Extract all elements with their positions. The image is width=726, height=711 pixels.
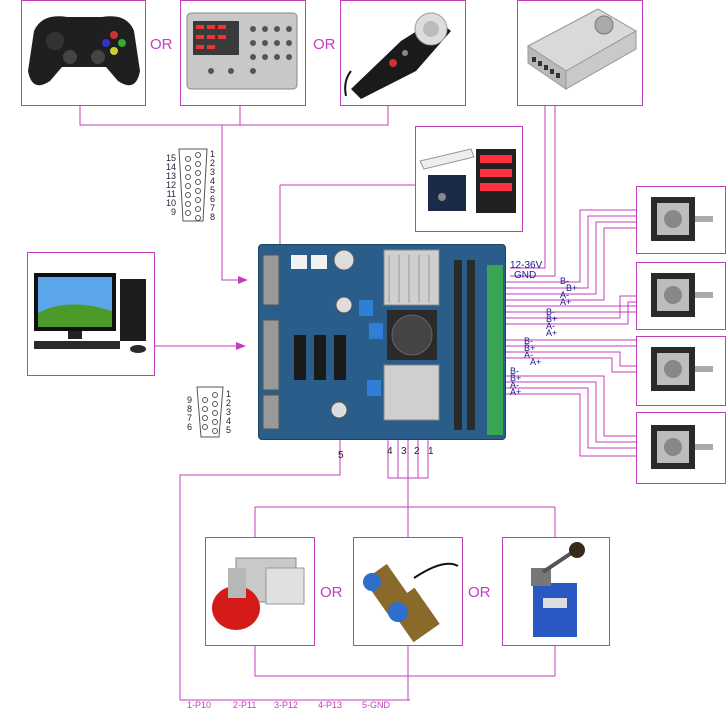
stepper-motor-icon <box>651 197 713 241</box>
proximity-sensor-box <box>353 537 463 646</box>
stepper-motor-icon <box>651 273 713 317</box>
legend-gnd: 5-GND <box>362 700 391 710</box>
limit-pin-2: 2 <box>414 446 420 457</box>
computer-icon <box>34 273 146 353</box>
voltage-label: 12-36V <box>510 260 543 271</box>
limit-pin-3: 3 <box>401 446 407 457</box>
stepper-motor-2 <box>636 262 726 330</box>
legend-p10: 1-P10 <box>187 700 212 710</box>
proximity-sensor-icon <box>363 562 459 643</box>
or-label: OR <box>313 36 336 53</box>
or-label: OR <box>320 584 343 601</box>
legend-p11: 2-P11 <box>233 700 257 710</box>
board-components <box>262 249 503 435</box>
emergency-stop-icon <box>212 557 305 630</box>
gamepad-icon <box>28 16 140 86</box>
display-module-icon <box>419 148 516 213</box>
db15-icon <box>178 148 208 222</box>
ground-label: GND <box>514 270 537 281</box>
stepper-motor-3 <box>636 336 726 406</box>
keypad-icon <box>186 12 298 90</box>
stepper-motor-4 <box>636 412 726 484</box>
display-module-box <box>415 126 523 232</box>
stepper-motor-icon <box>651 347 713 391</box>
limit-pin-4: 4 <box>387 446 393 457</box>
limit-switch-icon <box>531 542 585 637</box>
emergency-stop-box <box>205 537 315 646</box>
limit-switch-box <box>502 537 610 646</box>
power-supply-box <box>517 0 643 106</box>
keypad-box <box>180 0 306 106</box>
computer-box <box>27 252 155 376</box>
legend-p13: 4-P13 <box>318 700 343 710</box>
controller-board <box>258 244 506 440</box>
legend-p12: 3-P12 <box>274 700 299 710</box>
limit-pin-5: 5 <box>338 450 344 461</box>
power-supply-icon <box>527 8 638 90</box>
handwheel-icon <box>344 12 451 99</box>
handwheel-box <box>340 0 466 106</box>
stepper-motor-1 <box>636 186 726 254</box>
gamepad-box <box>21 0 146 106</box>
or-label: OR <box>150 36 173 53</box>
limit-pin-1: 1 <box>428 446 434 457</box>
or-label: OR <box>468 584 491 601</box>
stepper-motor-icon <box>651 425 713 469</box>
db9-icon <box>196 386 224 438</box>
